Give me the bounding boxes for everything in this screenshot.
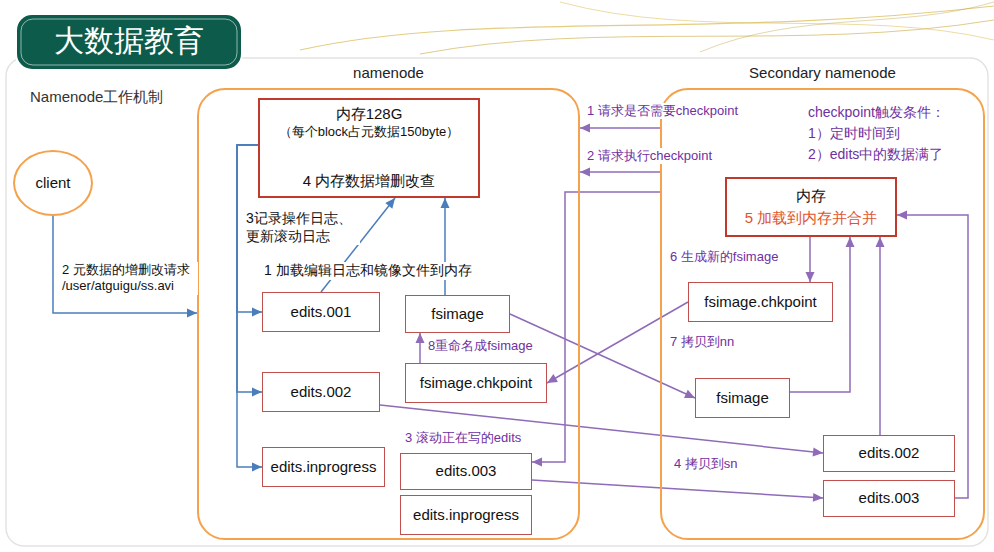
decor-curve	[700, 2, 994, 52]
file-box: edits.002	[823, 435, 955, 472]
region-heading: namenode	[199, 64, 578, 83]
memory-box: 内存 5 加载到内存并合并	[725, 177, 897, 237]
edge-label: 2 请求执行checkpoint	[585, 148, 714, 164]
connector	[876, 237, 885, 435]
arrowhead	[547, 374, 558, 383]
file-box: edits.002	[262, 372, 380, 412]
arrowhead	[532, 458, 542, 467]
title: 大数据教育	[16, 21, 242, 61]
connector	[580, 124, 660, 133]
node-text: fsimage.chkpoint	[704, 293, 817, 312]
node-text: edits.003	[859, 489, 920, 508]
file-box: edits.003	[400, 453, 532, 490]
connector-line	[444, 198, 446, 295]
arrowhead	[252, 463, 262, 472]
subtitle: Namenode工作机制	[28, 88, 165, 107]
arrowhead	[846, 237, 855, 247]
node-text: 内存128G	[336, 105, 403, 124]
node-text: edits.001	[291, 303, 352, 322]
node-text: edits.003	[436, 462, 497, 481]
connector	[547, 302, 688, 383]
arrowhead	[813, 447, 823, 456]
connector	[806, 237, 815, 282]
decor-curve	[300, 6, 994, 50]
node-text: fsimage	[716, 389, 769, 408]
connector-line	[532, 480, 823, 498]
annotation-text: 1）定时时间到	[806, 125, 902, 143]
arrowhead	[385, 198, 395, 209]
edge-label: 3 滚动正在写的edits	[403, 430, 523, 446]
decor-curve	[560, 2, 994, 40]
connector-line	[580, 127, 660, 129]
connector	[441, 198, 450, 295]
edge-label: 3记录操作日志、更新滚动日志	[244, 210, 360, 245]
annotation-text: 2）edits中的数据满了	[806, 146, 945, 164]
connector	[532, 480, 823, 502]
node-text: fsimage	[431, 305, 484, 324]
file-box: fsimage	[695, 378, 790, 418]
arrowhead	[813, 493, 823, 502]
connector-line	[879, 237, 881, 435]
memory-box: 内存128G（每个block占元数据150byte） 4 内存数据增删改查	[258, 98, 480, 198]
edge-label: 2 元数据的增删改请求 /user/atguigu/ss.avi	[60, 262, 198, 295]
node-text: （每个block占元数据150byte）	[279, 124, 460, 140]
file-box: fsimage.chkpoint	[688, 282, 833, 322]
arrowhead	[441, 198, 450, 208]
edge-label: 7 拷贝到nn	[668, 334, 736, 350]
node-text: client	[35, 174, 70, 193]
connector-line	[53, 216, 197, 313]
file-box: fsimage.chkpoint	[405, 363, 547, 403]
edge-label: 1 加载编辑日志和镜像文件到内存	[262, 262, 474, 280]
file-box: edits.inprogress	[262, 447, 385, 487]
arrowhead	[416, 333, 425, 343]
client-ellipse: client	[13, 150, 93, 216]
file-box: edits.003	[823, 480, 955, 517]
namenode-region: namenode内存128G（每个block占元数据150byte）4 内存数据…	[197, 88, 580, 540]
connector	[53, 216, 197, 318]
annotation-text: checkpoint触发条件：	[806, 104, 947, 122]
title-banner	[16, 14, 242, 70]
edge-label: 6 生成新的fsimage	[668, 249, 780, 265]
slide-card	[6, 58, 988, 546]
arrowhead	[580, 168, 590, 177]
file-box: edits.inprogress	[400, 495, 532, 535]
node-text: 内存	[796, 187, 826, 206]
connector	[416, 333, 425, 363]
file-box: fsimage	[405, 295, 510, 333]
edge-label: 1 请求是否需要checkpoint	[585, 103, 740, 119]
arrowhead	[187, 309, 197, 318]
arrowhead	[876, 237, 885, 247]
arrowhead	[806, 272, 815, 282]
edge-label: 8重命名成fsimage	[426, 338, 535, 354]
node-text: 4 内存数据增删改查	[303, 172, 436, 191]
arrowhead	[252, 388, 262, 397]
node-text: edits.002	[291, 383, 352, 402]
connector-line	[532, 192, 660, 462]
arrowhead	[252, 308, 262, 317]
edge-label: 4 拷贝到sn	[672, 456, 740, 472]
node-text: 5 加载到内存并合并	[745, 209, 878, 228]
connector-line	[547, 302, 688, 383]
node-text: edits.inprogress	[271, 458, 377, 477]
node-text: edits.002	[859, 444, 920, 463]
file-box: edits.001	[262, 292, 380, 332]
region-heading: Secondary namenode	[662, 64, 983, 83]
node-text: fsimage.chkpoint	[420, 374, 533, 393]
node-text: edits.inprogress	[413, 506, 519, 525]
arrowhead	[684, 390, 695, 398]
arrowhead	[580, 124, 590, 133]
arrowhead	[897, 211, 907, 220]
connector-line	[580, 171, 660, 173]
connector	[580, 168, 660, 177]
